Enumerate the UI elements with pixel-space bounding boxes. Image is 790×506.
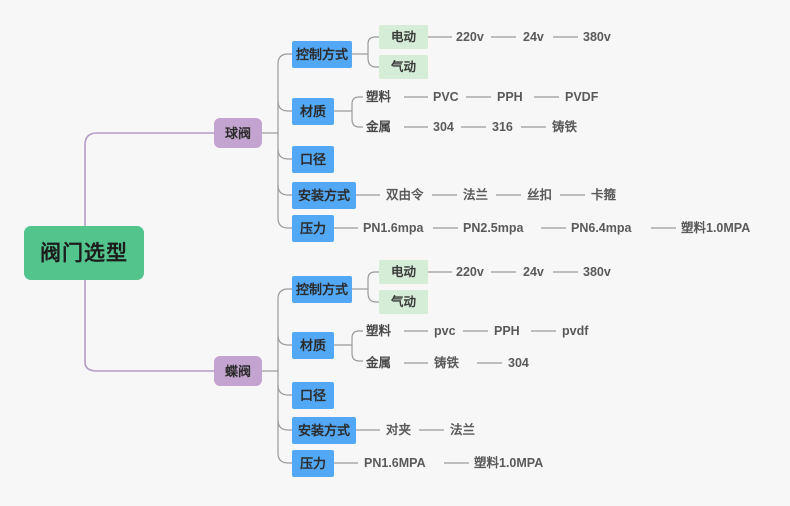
node-label: 压力	[299, 221, 326, 236]
ball-valve-control-electric-node[interactable]: 电动	[379, 25, 428, 49]
ball-valve-diameter-node[interactable]: 口径	[292, 146, 334, 173]
ball-valve-metal-cast-iron[interactable]: 铸铁	[552, 119, 578, 134]
butterfly-valve-control-electric-node[interactable]: 电动	[379, 260, 428, 284]
node-label: 压力	[299, 456, 326, 471]
ball-valve-control-mode-node[interactable]: 控制方式	[292, 41, 352, 68]
butterfly-valve-control-mode-node[interactable]: 控制方式	[292, 276, 352, 303]
ball-valve-install-flange[interactable]: 法兰	[463, 187, 489, 202]
ball-valve-plastic-pph[interactable]: PPH	[497, 89, 523, 104]
butterfly-valve-material-plastic[interactable]: 塑料	[366, 323, 392, 338]
ball-valve-electric-220v[interactable]: 220v	[456, 29, 484, 44]
ball-valve-material-metal[interactable]: 金属	[366, 119, 392, 134]
ball-valve-pressure-node[interactable]: 压力	[292, 215, 334, 242]
ball-valve-install-clamp[interactable]: 卡箍	[591, 187, 617, 202]
ball-valve-metal-304[interactable]: 304	[433, 119, 454, 134]
node-label: 电动	[390, 29, 416, 44]
ball-valve-material-node[interactable]: 材质	[292, 98, 334, 125]
butterfly-valve-pressure-plastic10[interactable]: 塑料1.0MPA	[474, 455, 544, 470]
node-label: 材质	[299, 104, 326, 119]
node-label: 安装方式	[297, 188, 350, 203]
node-label: 控制方式	[295, 282, 348, 297]
butterfly-valve-install-mode-node[interactable]: 安装方式	[292, 417, 356, 444]
ball-valve-pressure-plastic10[interactable]: 塑料1.0MPA	[681, 220, 751, 235]
root-node-valve-selection[interactable]: 阀门选型	[24, 226, 144, 280]
node-label: 电动	[390, 264, 416, 279]
butterfly-valve-metal-304[interactable]: 304	[508, 355, 529, 370]
ball-valve-plastic-pvc[interactable]: PVC	[433, 89, 459, 104]
butterfly-valve-control-pneumatic-node[interactable]: 气动	[379, 290, 428, 314]
node-label: 口径	[299, 152, 326, 167]
ball-valve-material-plastic[interactable]: 塑料	[366, 89, 392, 104]
node-label: 控制方式	[295, 47, 348, 62]
ball-valve-pressure-pn16[interactable]: PN1.6mpa	[363, 220, 424, 235]
butterfly-valve-pressure-pn16[interactable]: PN1.6MPA	[364, 455, 426, 470]
butterfly-valve-electric-220v[interactable]: 220v	[456, 264, 484, 279]
branch-node-label: 球阀	[224, 125, 251, 141]
ball-valve-electric-380v[interactable]: 380v	[583, 29, 611, 44]
root-node-label: 阀门选型	[40, 241, 128, 265]
ball-valve-plastic-pvdf[interactable]: PVDF	[565, 89, 599, 104]
node-label: 气动	[390, 59, 416, 74]
butterfly-valve-material-metal[interactable]: 金属	[366, 355, 392, 370]
ball-valve-install-mode-node[interactable]: 安装方式	[292, 182, 356, 209]
butterfly-valve-plastic-pvdf[interactable]: pvdf	[562, 323, 589, 338]
ball-valve-pressure-pn64[interactable]: PN6.4mpa	[571, 220, 632, 235]
butterfly-valve-metal-cast-iron[interactable]: 铸铁	[434, 355, 460, 370]
branch-node-ball-valve[interactable]: 球阀	[214, 118, 262, 148]
node-label: 材质	[299, 338, 326, 353]
ball-valve-install-union[interactable]: 双由令	[386, 187, 424, 202]
branch-node-label: 蝶阀	[224, 363, 251, 379]
node-label: 安装方式	[297, 423, 350, 438]
node-label: 气动	[390, 294, 416, 309]
butterfly-valve-electric-24v[interactable]: 24v	[523, 264, 544, 279]
ball-valve-electric-24v[interactable]: 24v	[523, 29, 544, 44]
butterfly-valve-install-flange[interactable]: 法兰	[450, 422, 476, 437]
ball-valve-pressure-pn25[interactable]: PN2.5mpa	[463, 220, 524, 235]
butterfly-valve-plastic-pvc[interactable]: pvc	[434, 323, 456, 338]
butterfly-valve-material-node[interactable]: 材质	[292, 332, 334, 359]
butterfly-valve-plastic-pph[interactable]: PPH	[494, 323, 520, 338]
butterfly-valve-electric-380v[interactable]: 380v	[583, 264, 611, 279]
butterfly-valve-diameter-node[interactable]: 口径	[292, 382, 334, 409]
ball-valve-install-thread[interactable]: 丝扣	[527, 187, 553, 202]
branch-node-butterfly-valve[interactable]: 蝶阀	[214, 356, 262, 386]
butterfly-valve-install-wafer[interactable]: 对夹	[386, 422, 412, 437]
butterfly-valve-pressure-node[interactable]: 压力	[292, 450, 334, 477]
node-label: 口径	[299, 388, 326, 403]
ball-valve-control-pneumatic-node[interactable]: 气动	[379, 55, 428, 79]
ball-valve-metal-316[interactable]: 316	[492, 119, 513, 134]
